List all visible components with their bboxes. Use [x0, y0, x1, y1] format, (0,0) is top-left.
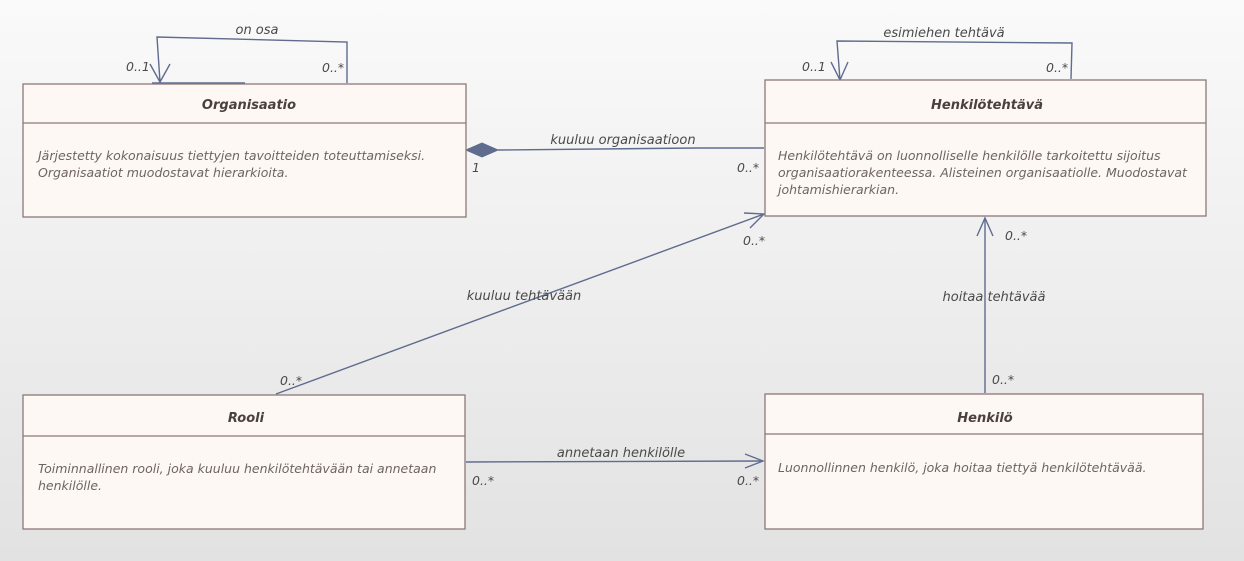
composition-diamond-icon: [464, 142, 500, 158]
on-osa-target-mult: 0..1: [126, 59, 150, 74]
association-esimiehen-tehtava[interactable]: esimiehen tehtävä 0..1 0..*: [802, 26, 1073, 82]
annetaan-henkilolle-arrowhead: [744, 453, 765, 469]
class-henkilo-box: [764, 393, 1204, 530]
class-henkilotehtava-desc-line-1: Henkilötehtävä on luonnolliselle henkilö…: [778, 148, 1161, 163]
kuuluu-organisaatioon-target-mult: 1: [472, 160, 480, 175]
class-rooli[interactable]: Rooli Toiminnallinen rooli, joka kuuluu …: [22, 394, 466, 530]
on-osa-line: [156, 36, 348, 83]
hoitaa-tehtavaa-arrowhead: [976, 216, 994, 237]
kuuluu-tehtavaan-source-mult: 0..*: [280, 373, 302, 388]
annetaan-henkilolle-line: [465, 460, 764, 463]
class-organisaatio-box: [22, 83, 467, 218]
esimiehen-tehtava-source-mult: 0..*: [1046, 60, 1068, 75]
class-henkilotehtava[interactable]: Henkilötehtävä Henkilötehtävä on luonnol…: [764, 79, 1207, 217]
class-rooli-name: Rooli: [228, 411, 265, 426]
on-osa-source-mult: 0..*: [322, 60, 344, 75]
on-osa-label: on osa: [235, 23, 278, 38]
class-henkilotehtava-desc-line-2: organisaatiorakenteessa. Alisteinen orga…: [778, 165, 1188, 180]
class-organisaatio-desc-line-2: Organisaatiot muodostavat hierarkioita.: [38, 165, 288, 180]
kuuluu-organisaatioon-source-mult: 0..*: [737, 160, 759, 175]
class-organisaatio-desc-line-1: Järjestetty kokonaisuus tiettyjen tavoit…: [35, 148, 425, 163]
kuuluu-tehtavaan-arrowhead: [743, 212, 766, 229]
class-henkilo[interactable]: Henkilö Luonnollinnen henkilö, joka hoit…: [764, 393, 1204, 530]
class-henkilotehtava-box: [764, 79, 1207, 217]
kuuluu-tehtavaan-target-mult: 0..*: [743, 233, 765, 248]
class-rooli-box: [22, 394, 466, 530]
class-henkilo-desc-line-1: Luonnollinnen henkilö, joka hoitaa tiett…: [778, 460, 1146, 475]
hoitaa-tehtavaa-label: hoitaa tehtävää: [943, 290, 1046, 305]
class-henkilo-name: Henkilö: [957, 411, 1013, 426]
esimiehen-tehtava-target-mult: 0..1: [802, 59, 826, 74]
kuuluu-organisaatioon-line: [497, 147, 764, 151]
association-on-osa[interactable]: on osa 0..1 0..*: [126, 23, 348, 84]
hoitaa-tehtavaa-target-mult: 0..*: [1005, 228, 1027, 243]
association-kuuluu-organisaatioon[interactable]: kuuluu organisaatioon 1 0..*: [464, 133, 764, 175]
class-henkilotehtava-desc-line-3: johtamishierarkian.: [776, 182, 899, 197]
esimiehen-tehtava-label: esimiehen tehtävä: [883, 26, 1004, 41]
hoitaa-tehtavaa-source-mult: 0..*: [992, 372, 1014, 387]
association-kuuluu-tehtavaan[interactable]: kuuluu tehtävään 0..* 0..*: [275, 212, 766, 395]
annetaan-henkilolle-source-mult: 0..*: [472, 473, 494, 488]
association-annetaan-henkilolle[interactable]: annetaan henkilölle 0..* 0..*: [465, 446, 765, 488]
class-henkilotehtava-name: Henkilötehtävä: [931, 98, 1043, 113]
class-rooli-desc-line-1: Toiminnallinen rooli, joka kuuluu henkil…: [38, 461, 436, 476]
class-rooli-desc-line-2: henkilölle.: [38, 478, 102, 493]
kuuluu-tehtavaan-label: kuuluu tehtävään: [467, 289, 582, 304]
kuuluu-tehtavaan-line: [275, 213, 765, 395]
esimiehen-tehtava-line: [836, 40, 1073, 81]
annetaan-henkilolle-target-mult: 0..*: [737, 473, 759, 488]
annetaan-henkilolle-label: annetaan henkilölle: [557, 446, 685, 461]
on-osa-arrowhead: [149, 63, 171, 84]
kuuluu-organisaatioon-label: kuuluu organisaatioon: [550, 133, 695, 148]
association-hoitaa-tehtavaa[interactable]: hoitaa tehtävää 0..* 0..*: [943, 216, 1046, 393]
class-organisaatio-name: Organisaatio: [202, 98, 296, 113]
class-organisaatio[interactable]: Organisaatio Järjestetty kokonaisuus tie…: [22, 83, 467, 218]
